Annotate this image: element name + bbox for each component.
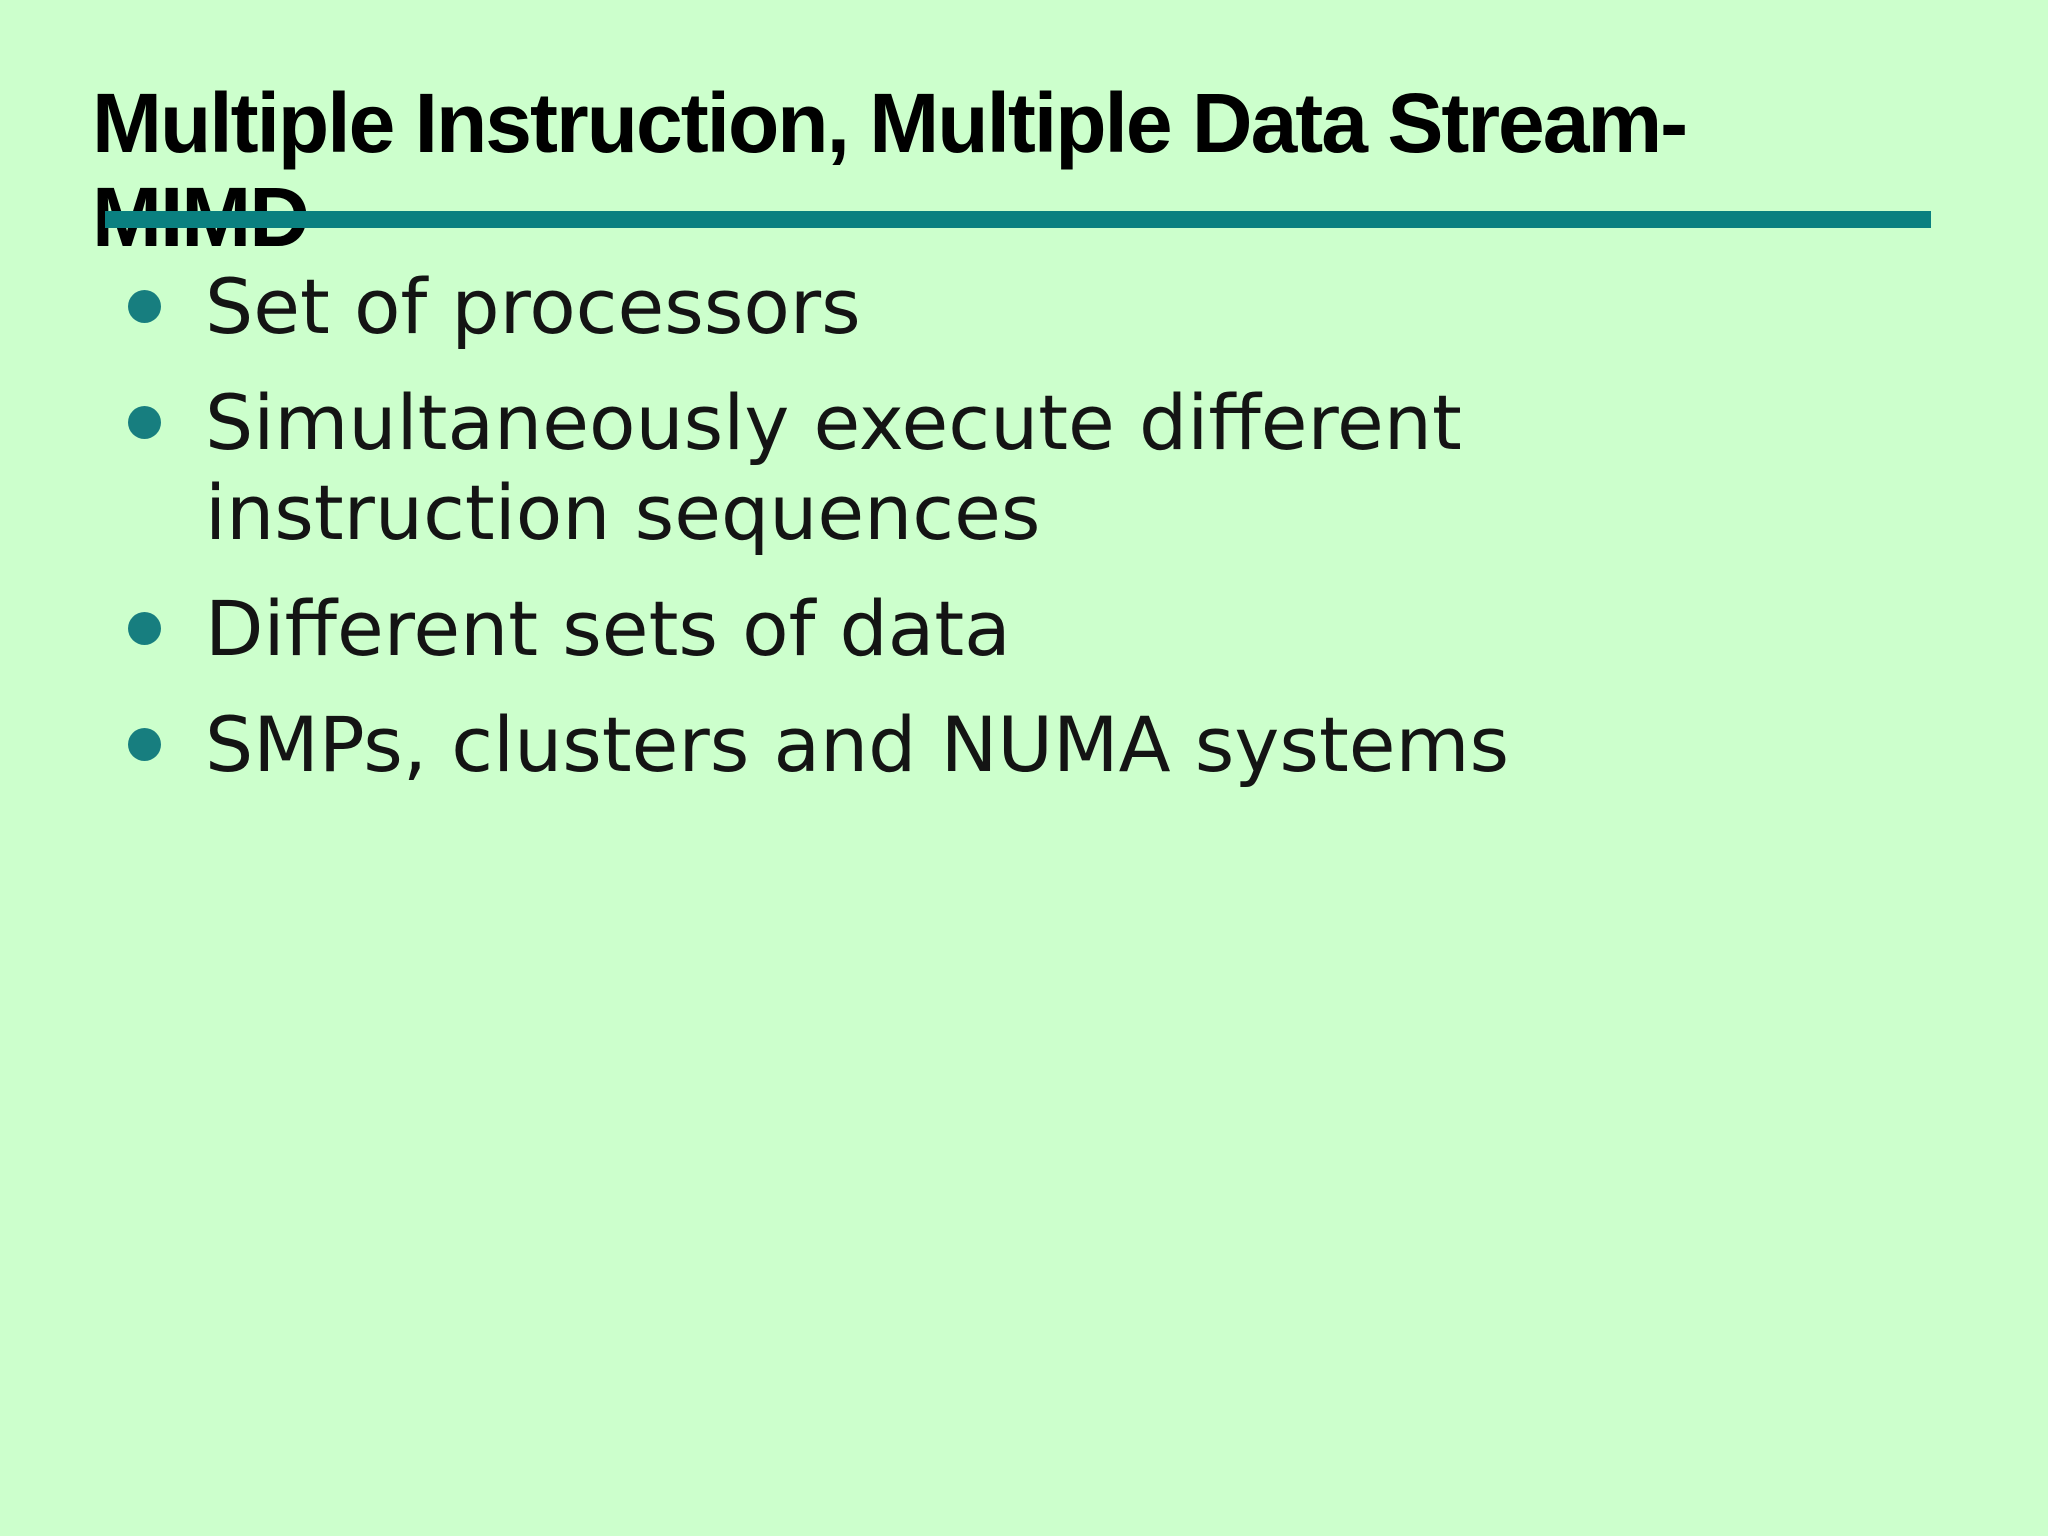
bullet-icon [128,612,161,645]
list-item: Set of processors [95,262,1795,352]
bullet-text: Simultaneously execute different instruc… [205,378,1462,557]
bullet-text: SMPs, clusters and NUMA systems [205,700,1510,789]
slide-title: Multiple Instruction, Multiple Data Stre… [92,76,1688,265]
bullet-icon [128,728,161,761]
bullet-text: Set of processors [205,262,861,351]
bullet-list: Set of processors Simultaneously execute… [95,262,1795,816]
list-item: Different sets of data [95,584,1795,674]
list-item: Simultaneously execute different instruc… [95,378,1795,558]
list-item: SMPs, clusters and NUMA systems [95,700,1795,790]
bullet-icon [128,290,161,323]
title-underline-rule [105,211,1931,228]
bullet-icon [128,406,161,439]
bullet-text: Different sets of data [205,584,1011,673]
